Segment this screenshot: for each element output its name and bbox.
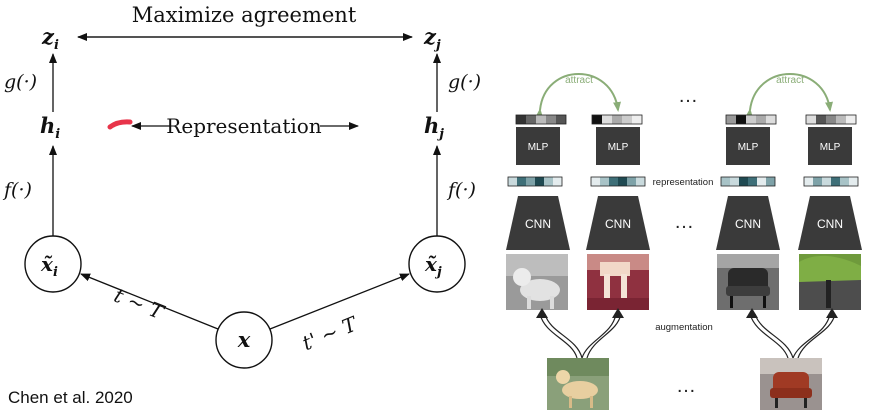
aug-arrow-3b <box>754 313 794 359</box>
cnn-block-3 <box>716 196 780 250</box>
xt-i-label: x̃i <box>40 252 58 280</box>
cnn-label-1: CNN <box>525 217 551 231</box>
xt-i-node <box>24 235 82 293</box>
aug-arrow-2a <box>581 313 617 359</box>
mlp-blocks: MLP MLP MLP MLP <box>516 127 852 165</box>
aug-arrowhead-3 <box>746 308 758 318</box>
augmented-image-chair-gray <box>717 254 779 310</box>
cnn-label-3: CNN <box>735 217 761 231</box>
augmented-views <box>506 254 861 310</box>
attract-arc-left <box>535 73 621 119</box>
representation-label: Representation <box>166 114 322 138</box>
g-j-label: g(·) <box>448 71 481 93</box>
aug-arrow-1a <box>539 313 578 359</box>
h-i-label: hi <box>40 113 60 142</box>
t-left-label: t ~ T <box>111 283 169 325</box>
f-i-label: f(·) <box>2 179 32 201</box>
xt-j-label: x̃j <box>424 252 442 280</box>
mlp-block-3 <box>726 127 770 165</box>
augmented-image-chair-green <box>799 254 861 310</box>
dots-top: … <box>678 85 698 107</box>
output-vector-3 <box>725 114 777 125</box>
rep-vector-4 <box>803 176 859 187</box>
left-diagram: Maximize agreement zi zj g(·) g(·) hi hj… <box>2 3 481 369</box>
rep-vector-3 <box>720 176 776 187</box>
augmented-image-dog-gray <box>506 254 568 310</box>
mlp-label-2: MLP <box>608 142 629 153</box>
source-image-chair <box>760 358 822 410</box>
z-j-label: zj <box>423 24 441 53</box>
right-diagram: attract attract … <box>506 73 862 410</box>
x-node <box>215 311 273 369</box>
mlp-label-4: MLP <box>820 142 841 153</box>
dots-bottom: … <box>676 375 696 397</box>
h-j-label: hj <box>424 113 444 142</box>
augmentation-label: augmentation <box>655 322 713 333</box>
aug-arrowhead-4 <box>826 308 838 318</box>
g-i-label: g(·) <box>4 71 37 93</box>
mlp-block-1 <box>516 127 560 165</box>
augmented-image-dog-red <box>587 254 649 310</box>
rep-vector-1 <box>507 176 563 187</box>
cnn-label-2: CNN <box>605 217 631 231</box>
output-vector-4 <box>805 114 857 125</box>
attract-label-right: attract <box>776 75 804 86</box>
augmentation-arrows <box>539 313 836 359</box>
output-vectors <box>515 114 857 125</box>
attract-arc-right <box>745 73 833 119</box>
cnn-blocks: CNN CNN CNN CNN <box>506 196 862 250</box>
cnn-block-2 <box>586 196 650 250</box>
cnn-block-4 <box>798 196 862 250</box>
x-label: x <box>237 327 251 352</box>
maximize-agreement-label: Maximize agreement <box>132 3 357 27</box>
citation-caption: Chen et al. 2020 <box>8 388 133 407</box>
t-right-label: t' ~ T <box>299 311 362 355</box>
mlp-block-2 <box>596 127 640 165</box>
representation-vectors <box>507 176 859 187</box>
z-i-label: zi <box>41 24 59 53</box>
output-vector-2 <box>591 114 643 125</box>
xt-j-node <box>408 235 466 293</box>
mlp-label-1: MLP <box>528 142 549 153</box>
f-j-label: f(·) <box>446 179 476 201</box>
source-image-dog <box>547 358 609 410</box>
mlp-block-4 <box>808 127 852 165</box>
dots-mid: … <box>674 211 694 233</box>
aug-arrowhead-1 <box>536 308 548 318</box>
aug-arrowhead-2 <box>612 308 624 318</box>
cnn-label-4: CNN <box>817 217 843 231</box>
cnn-block-1 <box>506 196 570 250</box>
aug-arrow-3a <box>749 313 789 359</box>
rep-vector-2 <box>590 176 646 187</box>
representation-label-right: representation <box>653 177 714 188</box>
aug-arrow-2b <box>586 313 622 359</box>
mlp-label-3: MLP <box>738 142 759 153</box>
arrow-x-to-xt-j <box>269 273 410 330</box>
aug-arrow-4b <box>797 313 836 359</box>
red-pen-mark <box>107 119 133 130</box>
aug-arrow-1b <box>544 313 583 359</box>
arrow-x-to-xt-i <box>80 273 219 330</box>
attract-label-left: attract <box>565 75 593 86</box>
output-vector-1 <box>515 114 567 125</box>
aug-arrow-4a <box>792 313 831 359</box>
